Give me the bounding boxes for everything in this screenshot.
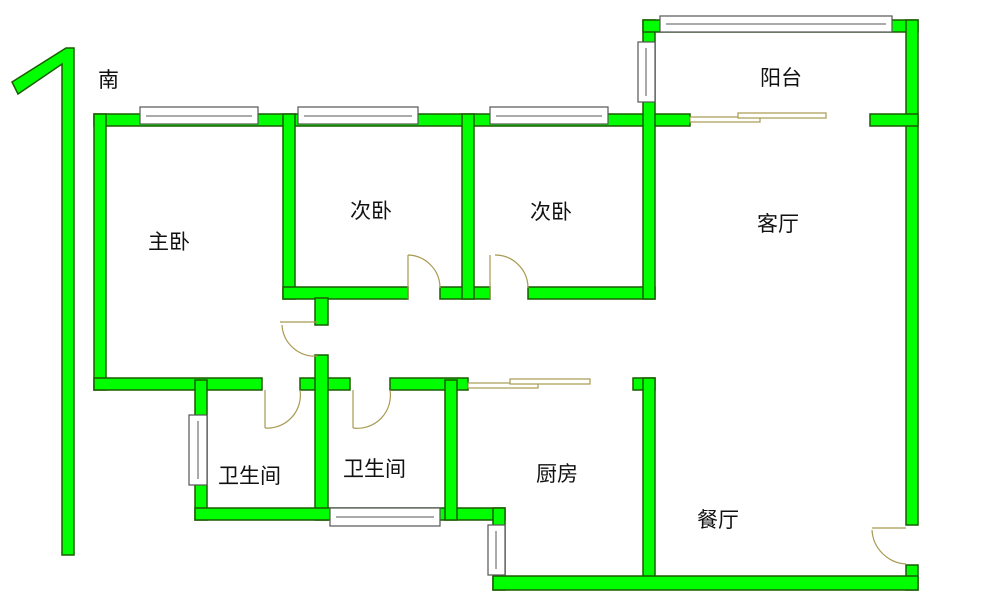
room-label-master-bedroom: 主卧	[148, 230, 190, 254]
room-label-bathroom-2: 卫生间	[343, 457, 406, 481]
room-label-dining-room: 餐厅	[697, 508, 739, 532]
room-label-living-room: 客厅	[757, 212, 799, 236]
walls	[93, 19, 919, 591]
room-label-bathroom-1: 卫生间	[218, 464, 281, 488]
windows	[139, 15, 893, 576]
doors	[264, 112, 907, 565]
room-label-kitchen: 厨房	[536, 462, 578, 486]
compass-direction-label: 南	[98, 68, 119, 92]
room-label-balcony: 阳台	[760, 66, 802, 90]
room-label-second-bedroom-2: 次卧	[530, 200, 572, 224]
north-arrow-icon	[11, 47, 75, 556]
room-label-second-bedroom-1: 次卧	[350, 199, 392, 223]
